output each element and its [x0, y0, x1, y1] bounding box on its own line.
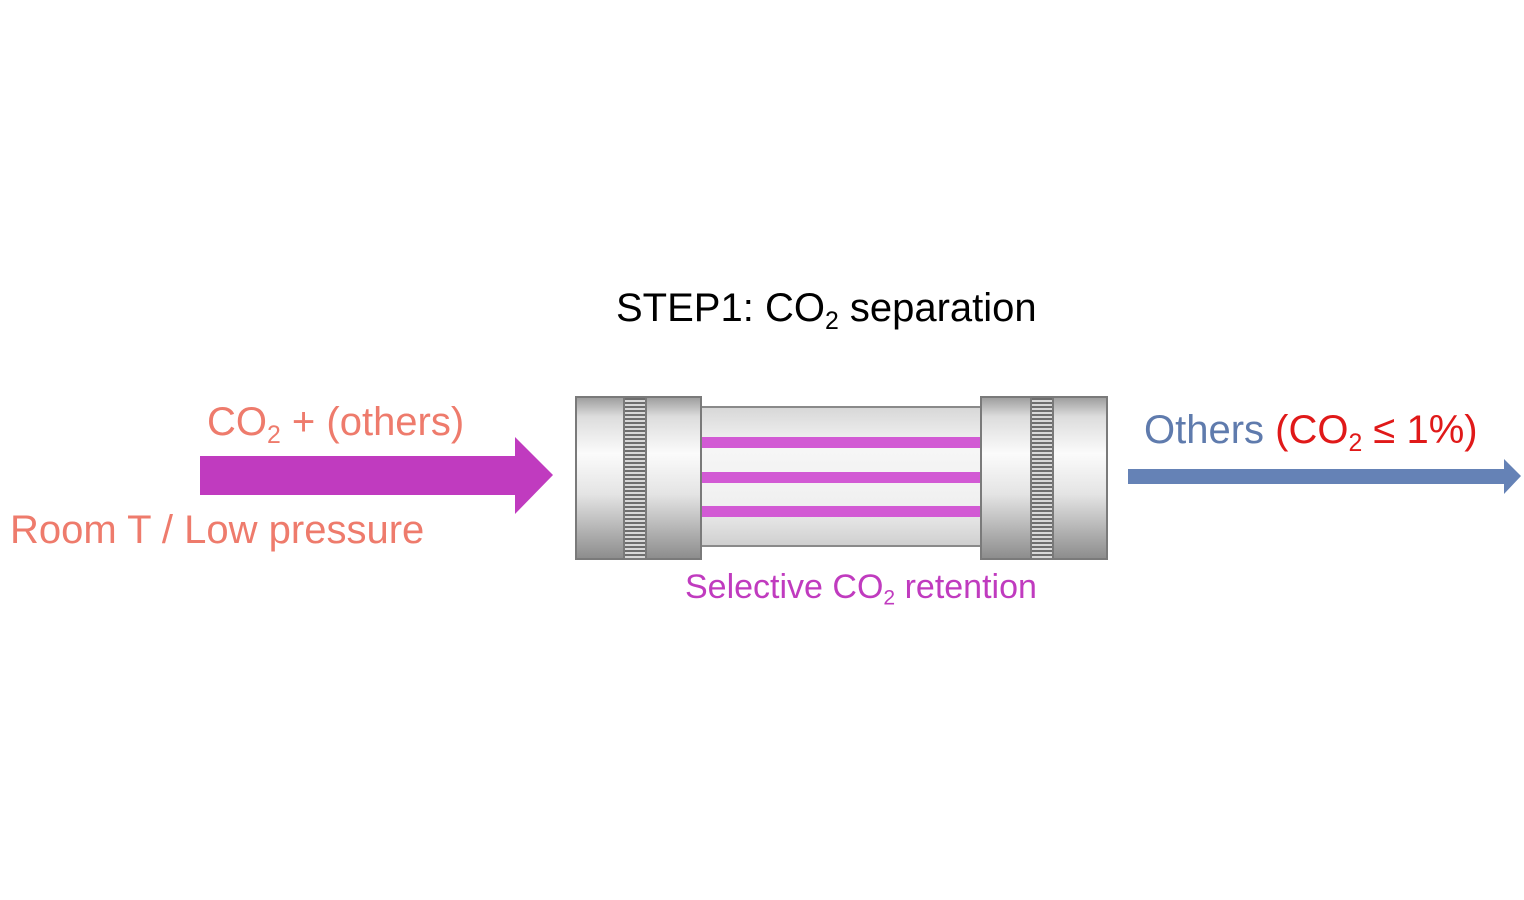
outlet-arrow	[1128, 459, 1521, 494]
step-title-prefix: STEP1: CO	[616, 286, 825, 330]
inlet-gas-subscript: 2	[267, 421, 281, 449]
outlet-limit-suffix: ≤ 1%)	[1362, 408, 1478, 452]
inlet-conditions-label: Room T / Low pressure	[10, 508, 425, 552]
outlet-limit: (CO2 ≤ 1%)	[1275, 408, 1478, 456]
retention-stripe	[702, 472, 980, 483]
inlet-gas-label: CO2 + (others)	[207, 400, 465, 448]
step-title-suffix: separation	[838, 286, 1037, 330]
outlet-limit-subscript: 2	[1348, 429, 1363, 457]
outlet-name: Others	[1144, 408, 1276, 452]
retention-subscript: 2	[883, 586, 896, 610]
inlet-gas-suffix: + (others)	[280, 400, 465, 444]
inlet-arrow	[200, 437, 553, 514]
retention-prefix: Selective CO	[685, 568, 884, 606]
retention-stripe	[702, 437, 980, 448]
inlet-gas-prefix: CO	[207, 400, 267, 444]
step-title: STEP1: CO2 separation	[616, 286, 1037, 334]
outlet-label: Others (CO2 ≤ 1%)	[1144, 408, 1478, 456]
step-title-subscript: 2	[824, 307, 839, 335]
right-end-cap	[980, 396, 1108, 560]
retention-suffix: retention	[895, 568, 1037, 606]
retention-stripe	[702, 506, 980, 517]
left-end-cap	[575, 396, 702, 560]
outlet-limit-prefix: (CO	[1275, 408, 1349, 452]
retention-label: Selective CO2 retention	[685, 568, 1037, 609]
